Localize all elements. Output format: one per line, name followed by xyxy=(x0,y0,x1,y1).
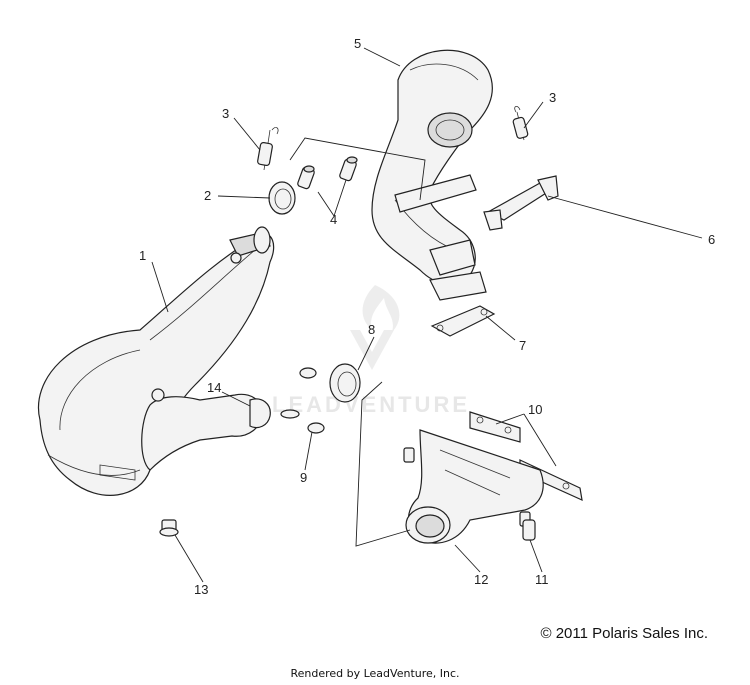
rendered-by-text: Rendered by LeadVenture, Inc. xyxy=(290,667,460,680)
copyright-text: © 2011 Polaris Sales Inc. xyxy=(540,625,708,642)
callout-14: 14 xyxy=(207,380,221,395)
callout-9: 9 xyxy=(300,470,307,485)
callout-4: 4 xyxy=(330,212,337,227)
callout-5: 5 xyxy=(354,36,361,51)
part-small-springs xyxy=(280,367,325,434)
part-gasket-ring xyxy=(268,181,296,215)
part-muffler xyxy=(38,226,275,496)
callout-10: 10 xyxy=(528,402,542,417)
part-drain-plug xyxy=(159,519,179,537)
part-large-gasket xyxy=(329,363,361,403)
leader-lines xyxy=(151,47,703,583)
callout-8: 8 xyxy=(368,322,375,337)
callout-13: 13 xyxy=(194,582,208,597)
part-clamp xyxy=(249,398,271,429)
callout-2: 2 xyxy=(204,188,211,203)
callout-3-right: 3 xyxy=(549,90,556,105)
part-bracket xyxy=(483,175,559,231)
callout-6: 6 xyxy=(708,232,715,247)
callout-labels: 1 2 3 3 4 5 6 7 8 9 10 11 12 13 14 xyxy=(139,36,715,597)
callout-3-left: 3 xyxy=(222,106,229,121)
part-exhaust-pipe xyxy=(371,49,493,301)
watermark-text: LEADVENTURE xyxy=(272,392,470,417)
leadventure-watermark-logo: LEADVENTURE xyxy=(272,285,470,417)
callout-12: 12 xyxy=(474,572,488,587)
callout-7: 7 xyxy=(519,338,526,353)
part-spring-right xyxy=(512,106,529,141)
callout-11: 11 xyxy=(535,572,549,587)
part-studs xyxy=(522,519,536,541)
part-grommets xyxy=(297,156,358,190)
callout-1: 1 xyxy=(139,248,146,263)
part-spring-left xyxy=(257,127,279,171)
part-mount-plate xyxy=(430,305,496,337)
part-exhaust-manifold xyxy=(403,429,544,544)
